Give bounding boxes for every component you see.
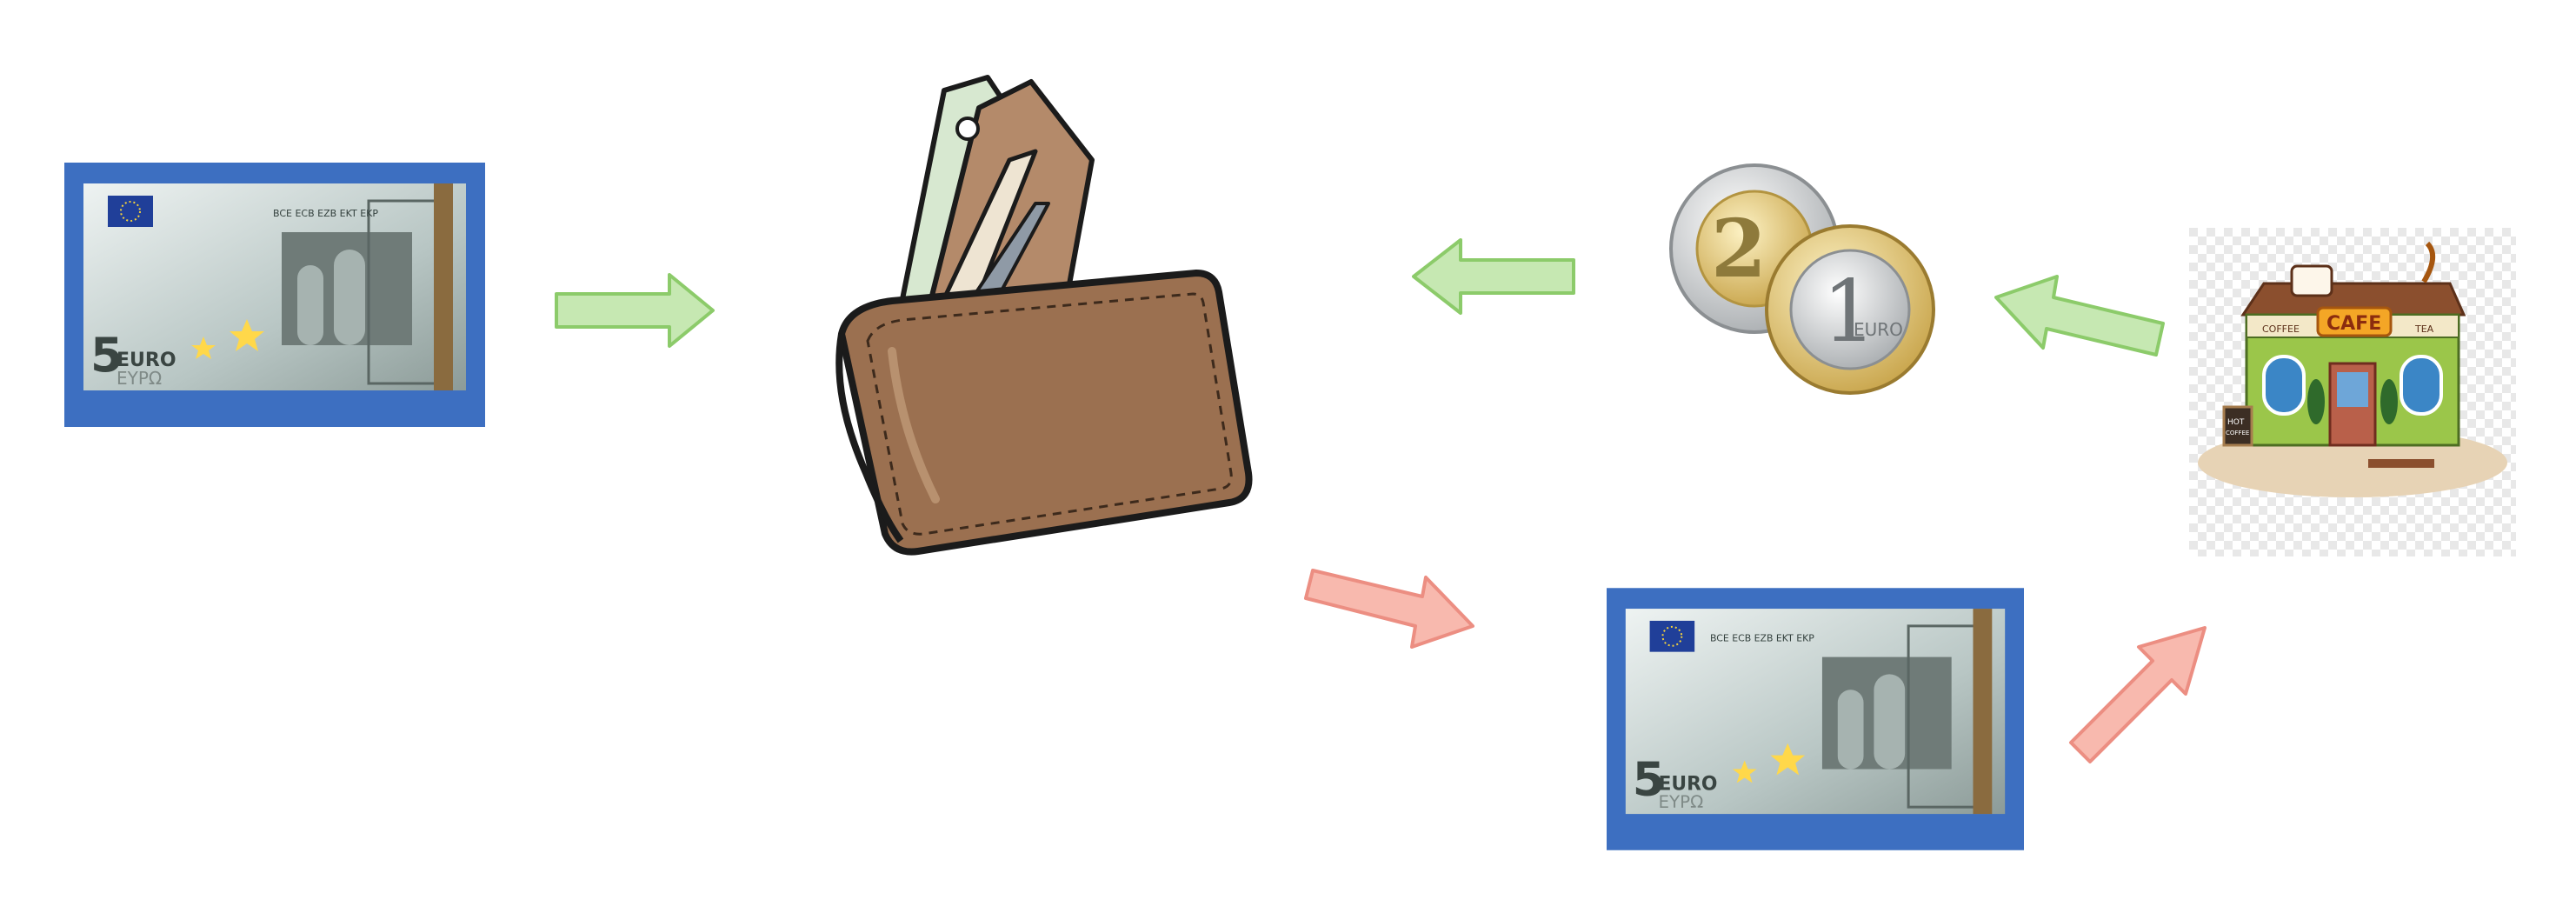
cafe-left-text: COFFEE bbox=[2262, 323, 2300, 335]
coin-two-value: 2 bbox=[1711, 202, 1767, 296]
cafe-right-text: TEA bbox=[2414, 323, 2434, 335]
euro-coins: 2 1 EURO bbox=[1667, 162, 1939, 397]
arrow-green-coins-to-wallet bbox=[1408, 237, 1577, 317]
arrow-red-wallet-to-note bbox=[1302, 565, 1476, 661]
banknote-top-left: BCE ECB EZB EKT EKP 5 EURO ΕΥΡΩ bbox=[64, 163, 485, 427]
note2-denomination: 5 bbox=[1633, 751, 1665, 806]
cafe-sign-text: CAFE bbox=[2326, 313, 2381, 335]
coin-one-value: 1 bbox=[1822, 263, 1876, 362]
note-currency-greek: ΕΥΡΩ bbox=[116, 368, 162, 389]
board-line2: COFFEE bbox=[2226, 430, 2249, 437]
note2-issuer-text: BCE ECB EZB EKT EKP bbox=[1710, 633, 1814, 644]
note-denomination: 5 bbox=[90, 328, 123, 383]
board-line1: HOT bbox=[2227, 418, 2245, 427]
note-currency-word: EURO bbox=[116, 350, 176, 371]
cafe-illustration: CAFE COFFEE TEA HOT COFFEE bbox=[2189, 228, 2516, 556]
coin-euro-word: EURO bbox=[1854, 319, 1903, 340]
arrow-green-cafe-to-coins bbox=[1993, 264, 2167, 360]
wallet-illustration bbox=[814, 64, 1257, 569]
arrow-green-to-wallet bbox=[553, 271, 718, 350]
note-issuer-text: BCE ECB EZB EKT EKP bbox=[273, 208, 378, 219]
note2-currency-greek: ΕΥΡΩ bbox=[1659, 792, 1704, 812]
note2-currency-word: EURO bbox=[1659, 773, 1718, 795]
arrow-red-note-to-cafe bbox=[2062, 623, 2210, 770]
banknote-bottom: BCE ECB EZB EKT EKP 5 EURO ΕΥΡΩ bbox=[1607, 588, 2024, 850]
